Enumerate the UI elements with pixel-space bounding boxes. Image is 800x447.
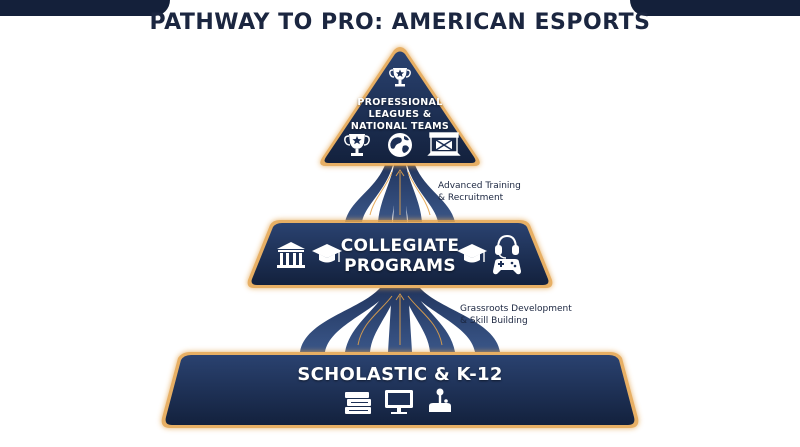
joystick-icon	[429, 388, 451, 412]
graduation-cap-icon	[457, 244, 487, 263]
university-icon	[277, 242, 305, 268]
tier-label-professional: PROFESSIONAL LEAGUES & NATIONAL TEAMS	[350, 97, 450, 132]
lower-pathway-roads	[300, 288, 500, 352]
top-left-corner-decoration	[0, 0, 170, 16]
books-icon	[345, 392, 371, 414]
graduation-cap-icon	[312, 244, 342, 263]
annotation-grassroots-development: Grassroots Development & Skill Building	[460, 304, 572, 326]
tier-label-scholastic: SCHOLASTIC & K-12	[297, 364, 503, 385]
gamepad-icon	[493, 259, 521, 275]
annotation-advanced-training: Advanced Training & Recruitment	[438, 181, 521, 203]
top-right-corner-decoration	[630, 0, 800, 16]
globe-icon	[388, 133, 412, 157]
tier-label-collegiate: COLLEGIATE PROGRAMS	[340, 236, 460, 276]
arena-stage-icon	[427, 132, 461, 156]
page-title: PATHWAY TO PRO: AMERICAN ESPORTS	[149, 10, 651, 35]
headset-icon	[495, 234, 519, 259]
trophy-icon	[389, 68, 411, 87]
monitor-icon	[385, 390, 413, 414]
trophy-icon	[344, 134, 370, 156]
collegiate-tier-shape	[247, 220, 553, 288]
upper-pathway-roads	[345, 165, 455, 222]
